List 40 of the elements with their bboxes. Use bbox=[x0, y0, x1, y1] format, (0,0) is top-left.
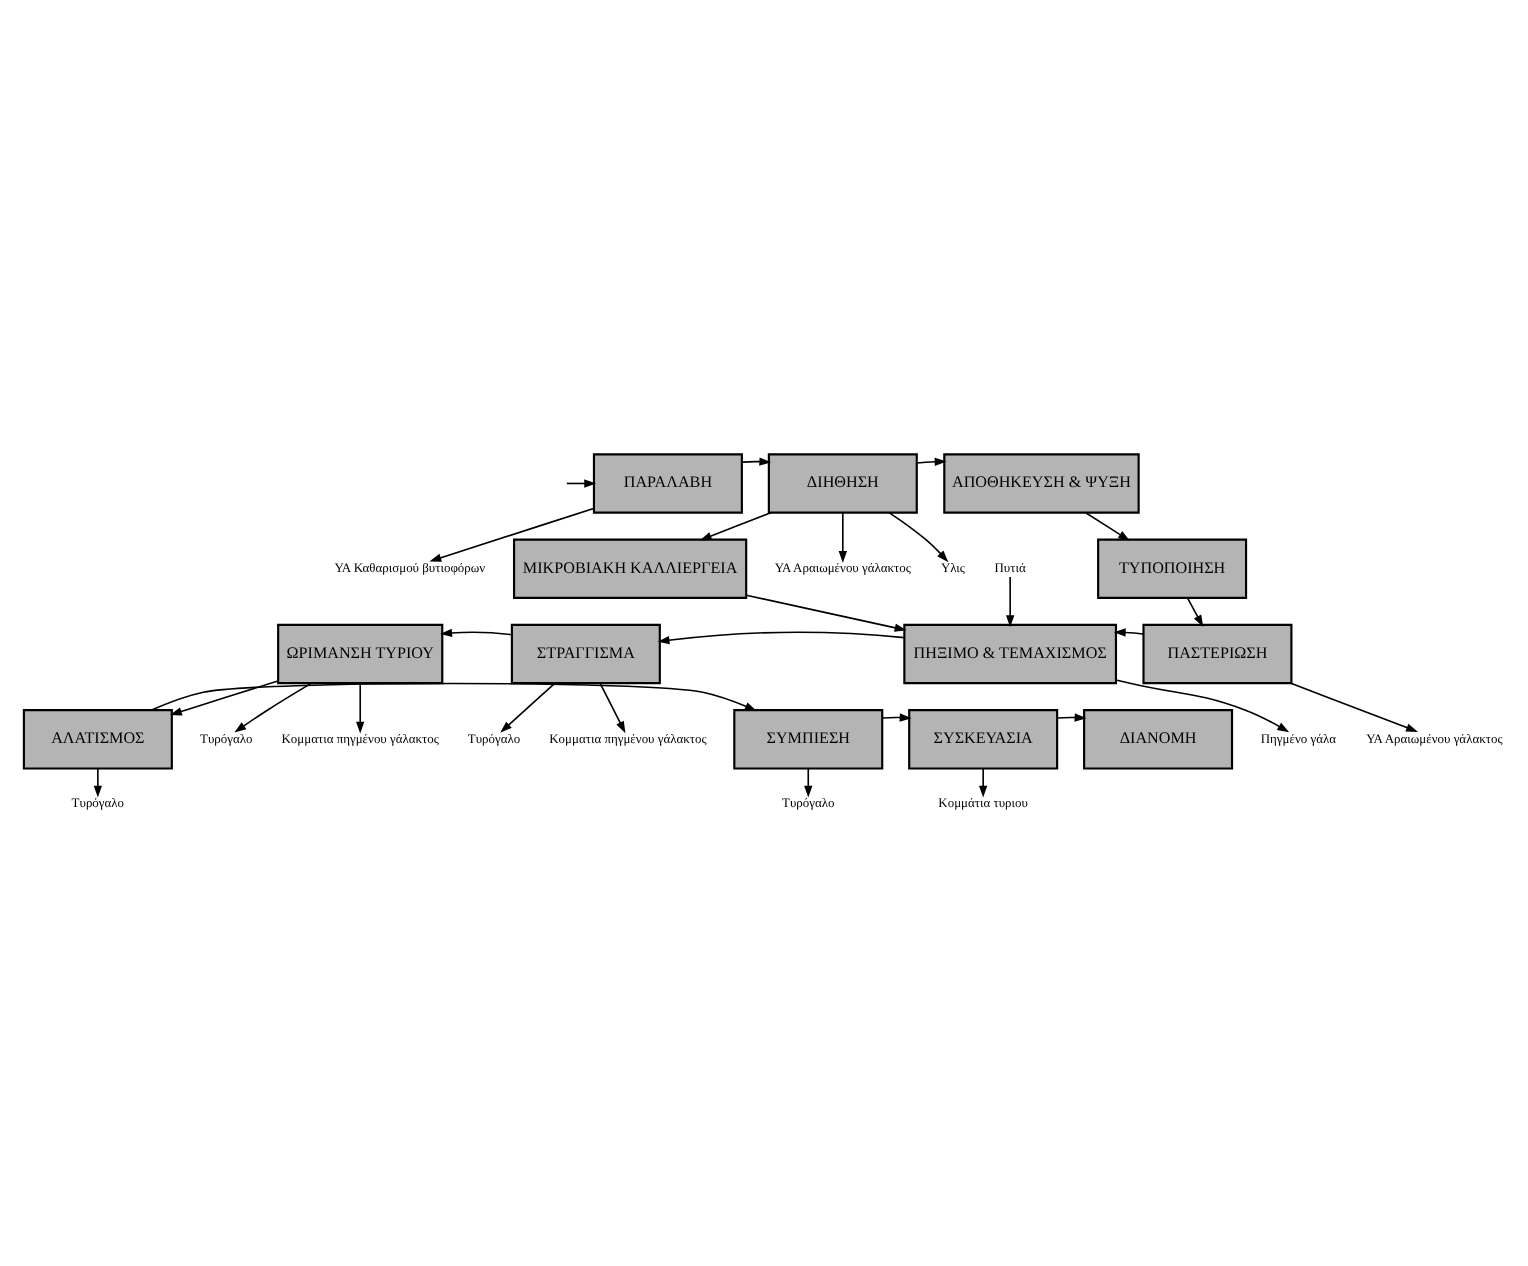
arrow bbox=[440, 628, 513, 638]
arrow bbox=[1006, 576, 1015, 628]
arrow bbox=[741, 457, 772, 466]
node-box: ΔΙΗΘΗΣΗ bbox=[767, 453, 918, 514]
arrow bbox=[1115, 679, 1290, 733]
node-box: ΣΥΜΠΙΕΣΗ bbox=[733, 709, 884, 770]
node-box: ΑΛΑΤΙΣΜΟΣ bbox=[22, 709, 173, 770]
arrow bbox=[838, 511, 847, 563]
node-box: ΜΙΚΡΟΒΙΑΚΗ ΚΑΛΛΙΕΡΓΕΙΑ bbox=[512, 538, 748, 599]
arrow bbox=[93, 767, 103, 798]
arrow bbox=[1056, 713, 1087, 722]
arrow bbox=[979, 767, 988, 798]
arrow bbox=[745, 594, 907, 632]
arrow bbox=[699, 511, 772, 541]
node-box: ΠΗΞΙΜΟ & ΤΕΜΑΧΙΣΜΟΣ bbox=[903, 623, 1118, 685]
arrow bbox=[1084, 511, 1130, 541]
arrow bbox=[599, 682, 626, 734]
arrow bbox=[657, 631, 905, 645]
arrow bbox=[150, 682, 757, 712]
node-box: ΩΡΙΜΑΝΣΗ ΤΥΡΙΟΥ bbox=[277, 623, 444, 685]
arrow bbox=[881, 713, 912, 722]
arrow bbox=[500, 682, 556, 733]
arrow bbox=[1186, 597, 1204, 627]
arrow bbox=[356, 682, 365, 734]
node-box: ΔΙΑΝΟΜΗ bbox=[1083, 709, 1234, 770]
node-box: ΠΑΡΑΛΑΒΗ bbox=[592, 453, 743, 514]
node-box: ΣΥΣΚΕΥΑΣΙΑ bbox=[908, 709, 1059, 770]
arrow bbox=[1113, 628, 1144, 637]
node-box: ΑΠΟΘΗΚΕΥΣΗ & ΨΥΞΗ bbox=[943, 453, 1140, 514]
arrow bbox=[169, 680, 279, 716]
arrow bbox=[234, 682, 312, 733]
node-box: ΣΤΡΑΓΓΙΣΜΑ bbox=[510, 623, 661, 685]
node-box: ΤΥΠΟΠΟΙΗΣΗ bbox=[1097, 538, 1248, 599]
arrow bbox=[916, 457, 947, 466]
arrow bbox=[566, 479, 597, 488]
arrow bbox=[804, 767, 813, 798]
arrow bbox=[1290, 682, 1419, 732]
node-box: ΠΑΣΤΕΡΙΩΣΗ bbox=[1142, 623, 1293, 685]
arrow bbox=[429, 507, 595, 562]
arrow bbox=[888, 512, 949, 563]
